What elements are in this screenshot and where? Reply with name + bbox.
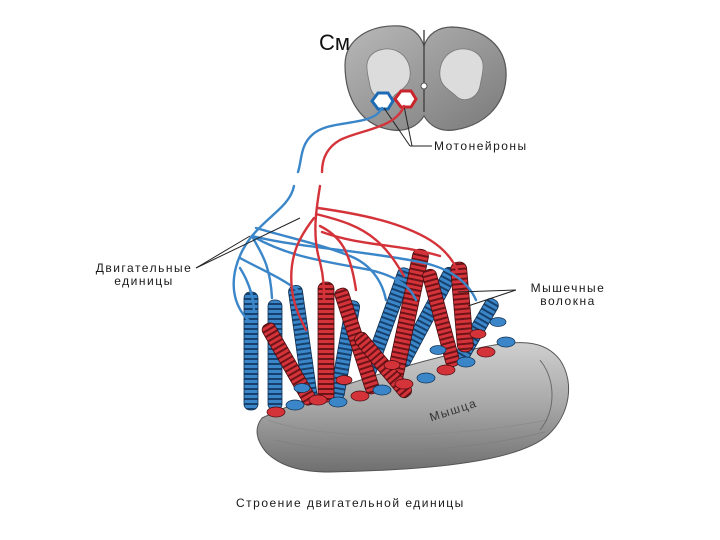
muscle-fibers-label-line1: Мышечные: [530, 281, 606, 295]
motor-units-label: Двигательные единицы: [92, 262, 196, 288]
motor-neurons-pointer: [383, 105, 432, 147]
muscle-fibers-pointer: [457, 289, 517, 307]
muscle-fibers-label: Мышечные волокна: [516, 282, 620, 308]
blue-motor-neuron: [370, 91, 395, 111]
muscle-fiber-blue: [243, 291, 259, 411]
motor-units-label-line1: Двигательные: [95, 261, 193, 275]
motor-units-pointer: [195, 217, 301, 269]
muscle-fibers-label-line2: волокна: [540, 294, 596, 308]
muscle-fiber-red: [450, 261, 474, 353]
motor-neurons-label: Мотонейроны: [434, 139, 528, 153]
fiber-ends: [266, 317, 516, 418]
muscle-belly: [256, 342, 570, 473]
blue-axon: [232, 106, 478, 324]
red-motor-neuron: [393, 89, 418, 109]
motor-units-label-line2: единицы: [114, 274, 174, 288]
muscle-fibers: [243, 248, 516, 418]
red-axon: [290, 104, 460, 332]
muscle-fiber-red: [317, 281, 335, 403]
spinal-cord-label: См: [319, 30, 351, 55]
figure-caption: Строение двигательной единицы: [236, 496, 465, 510]
muscle-fiber-red: [422, 268, 460, 368]
spinal-cord-section: [344, 25, 507, 131]
